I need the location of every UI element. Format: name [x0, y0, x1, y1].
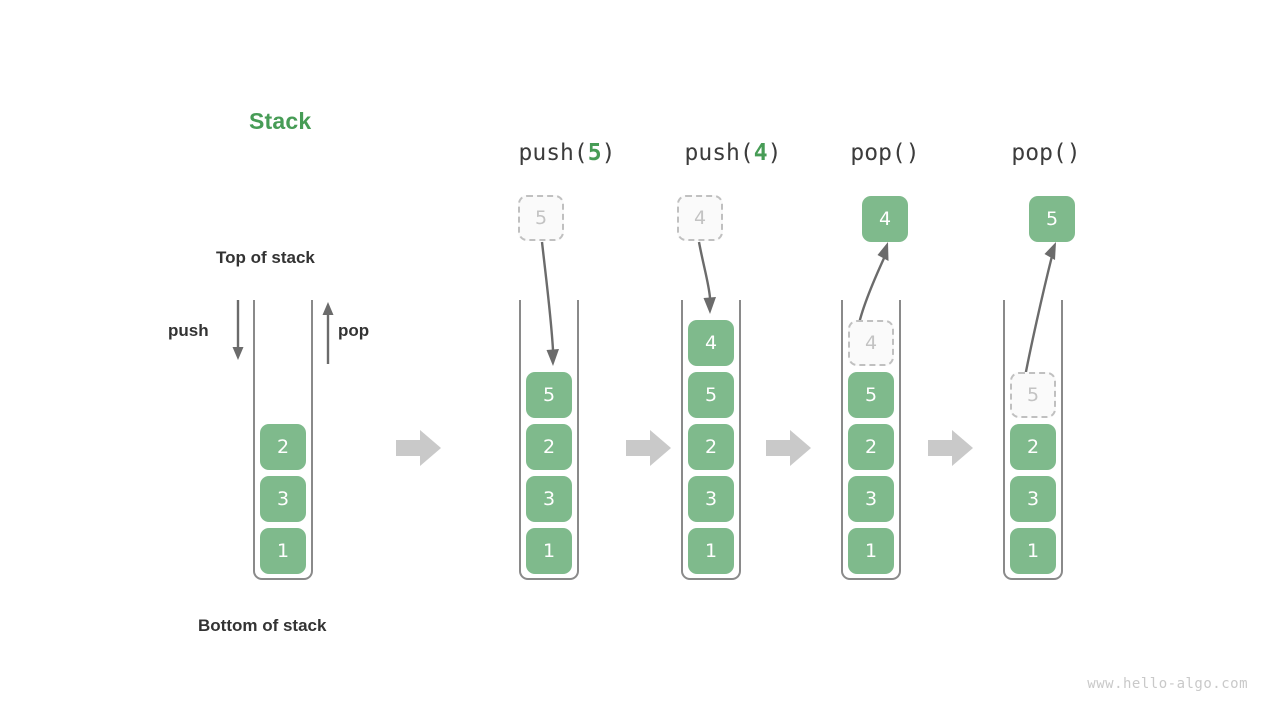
stack-cell: 2 — [1010, 424, 1056, 470]
push-direction-arrow — [232, 300, 244, 360]
push-motion-arrow — [697, 241, 716, 314]
header-close: ) — [905, 140, 920, 166]
stack-container — [519, 300, 579, 580]
stack-cell: 4 — [688, 320, 734, 366]
bottom-of-stack-label: Bottom of stack — [198, 616, 327, 635]
step-transition-arrow — [396, 430, 441, 466]
step-header-push-5: push(5) — [519, 140, 616, 166]
page-title: Stack — [249, 108, 312, 134]
step-header-pop-1: pop() — [850, 140, 919, 166]
pop-direction-arrow — [322, 302, 334, 364]
stack-cell: 5 — [688, 372, 734, 418]
popped-cell: 5 — [1029, 196, 1075, 242]
header-fn-name: pop( — [850, 140, 906, 166]
header-fn-name: pop( — [1011, 140, 1067, 166]
stack-cell: 3 — [260, 476, 306, 522]
stack-cell: 1 — [526, 528, 572, 574]
step-transition-arrow — [626, 430, 671, 466]
stack-cell: 3 — [688, 476, 734, 522]
popped-cell: 4 — [862, 196, 908, 242]
stack-container — [253, 300, 313, 580]
stack-cell: 1 — [260, 528, 306, 574]
stack-cell: 5 — [526, 372, 572, 418]
step-header-pop-2: pop() — [1011, 140, 1080, 166]
push-motion-arrow — [540, 241, 559, 366]
stack-cell: 5 — [848, 372, 894, 418]
stack-cell: 2 — [688, 424, 734, 470]
watermark: www.hello-algo.com — [1087, 676, 1248, 692]
header-close: ) — [1066, 140, 1081, 166]
top-of-stack-label: Top of stack — [216, 248, 315, 267]
header-close: ) — [601, 140, 616, 166]
stack-cell: 2 — [848, 424, 894, 470]
floating-ghost-cell: 5 — [518, 195, 564, 241]
stack-cell: 1 — [848, 528, 894, 574]
step-transition-arrow — [928, 430, 973, 466]
stack-cell: 3 — [1010, 476, 1056, 522]
pop-motion-arrow — [1022, 242, 1056, 383]
stack-container — [841, 300, 901, 580]
header-arg: 4 — [753, 140, 768, 166]
stack-container — [681, 300, 741, 580]
step-transition-arrow — [766, 430, 811, 466]
header-fn-name: push( — [684, 140, 754, 166]
stack-cell: 1 — [688, 528, 734, 574]
stack-cell: 2 — [260, 424, 306, 470]
floating-ghost-cell: 4 — [677, 195, 723, 241]
push-label: push — [168, 321, 209, 340]
stack-cell-ghost: 4 — [848, 320, 894, 366]
stack-cell-ghost: 5 — [1010, 372, 1056, 418]
stack-cell: 2 — [526, 424, 572, 470]
header-arg: 5 — [587, 140, 602, 166]
stack-cell: 3 — [526, 476, 572, 522]
stack-container — [1003, 300, 1063, 580]
pop-label: pop — [338, 321, 370, 340]
stack-cell: 1 — [1010, 528, 1056, 574]
stack-cell: 3 — [848, 476, 894, 522]
header-fn-name: push( — [518, 140, 588, 166]
step-header-push-4: push(4) — [685, 140, 782, 166]
header-close: ) — [767, 140, 782, 166]
